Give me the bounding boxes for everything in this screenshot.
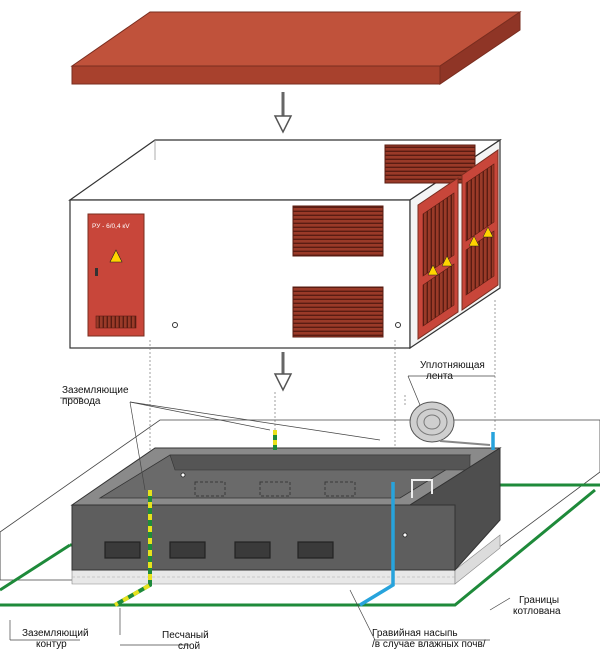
assembly-arrow-down <box>273 352 293 392</box>
grounding-wires <box>114 430 277 607</box>
warning-sign-icon <box>109 249 123 263</box>
vent-grille-front-top <box>292 205 384 257</box>
switchgear-door: РУ - 6/0,4 кV <box>87 213 145 337</box>
sealing-tape-roll <box>409 401 491 446</box>
assembly-arrow-down <box>273 92 293 134</box>
warning-sign-icon <box>441 255 453 267</box>
door-label: РУ - 6/0,4 кV <box>92 223 130 230</box>
label-sand-layer: Песчаный слой <box>162 630 209 652</box>
warning-sign-icon <box>482 226 494 238</box>
door-vent <box>95 315 137 329</box>
vent-grille-front-bottom <box>292 286 384 338</box>
label-pit-boundaries: Границы котлована <box>513 595 561 617</box>
transformer-doors <box>417 149 499 340</box>
vent-grille-back <box>384 144 476 184</box>
roof-slab <box>70 11 522 85</box>
label-gravel-fill: Гравийная насыпь /в случае влажных почв/ <box>372 628 486 650</box>
substation-building: РУ - 6/0,4 кV <box>68 138 502 350</box>
foundation-block <box>70 447 502 585</box>
label-grounding-loop: Заземляющий контур <box>22 628 89 650</box>
warning-sign-icon <box>468 235 480 247</box>
leader-lines <box>9 375 511 646</box>
ground-plane <box>0 419 600 581</box>
label-sealing-tape: Уплотняющая лента <box>420 360 485 382</box>
warning-sign-icon <box>427 264 439 276</box>
label-grounding-wires: Заземляющие провода <box>62 385 129 407</box>
gravel-fill-line <box>359 432 495 607</box>
